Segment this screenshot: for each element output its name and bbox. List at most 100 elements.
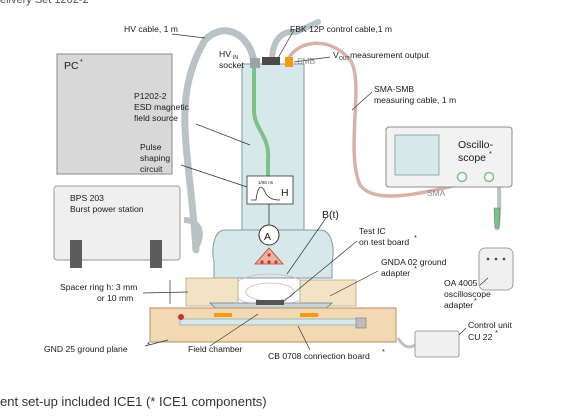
label-sma-smb-2: measuring cable, 1 m bbox=[374, 95, 456, 105]
label-gnda-1: GNDA 02 ground bbox=[381, 257, 447, 267]
label-test-ic-1: Test IC bbox=[359, 226, 386, 236]
hv-cable bbox=[181, 27, 258, 254]
bps-hv-cable bbox=[183, 217, 203, 252]
label-control-star: * bbox=[495, 328, 498, 337]
header-fragment: elivery Set 1202-2 bbox=[0, 0, 89, 6]
coil-dot-4 bbox=[267, 253, 271, 257]
label-pulse-2: shaping bbox=[140, 153, 170, 163]
field-line-inner bbox=[245, 282, 295, 302]
field-source-column bbox=[241, 63, 305, 231]
bps-203-box bbox=[53, 185, 181, 261]
osc-input-right bbox=[483, 171, 495, 183]
leader-gnd25 bbox=[144, 339, 169, 347]
label-fbk-cable: FBK 12P control cable,1 m bbox=[290, 24, 392, 34]
fbk-connector bbox=[262, 57, 280, 65]
meter-label: A bbox=[264, 231, 271, 243]
label-cb0708-star: * bbox=[382, 347, 385, 356]
label-vout-1: V bbox=[333, 50, 339, 60]
sma-smb-cable bbox=[285, 41, 488, 198]
label-hv-socket-1: HV bbox=[219, 49, 231, 59]
leader-fbk bbox=[277, 29, 295, 59]
label-field-chamber: Field chamber bbox=[188, 344, 243, 354]
label-sma-smb-1: SMA-SMB bbox=[374, 84, 414, 94]
oscilloscope-label-1: Oscillo- bbox=[458, 139, 494, 151]
leader-pulse bbox=[180, 164, 248, 188]
bps-label-2: Burst power station bbox=[70, 204, 144, 214]
label-pulse-3: circuit bbox=[140, 164, 163, 174]
label-gnda-2: adapter bbox=[381, 268, 410, 278]
pulse-h-label: H bbox=[281, 187, 289, 199]
leader-p1202 bbox=[195, 123, 251, 146]
pulse-shaping-circuit bbox=[246, 175, 294, 205]
pulse-waveform bbox=[251, 186, 281, 201]
label-p1202-3: field source bbox=[134, 113, 178, 123]
pc-star: * bbox=[80, 57, 83, 66]
leader-hv-cable bbox=[171, 33, 206, 39]
spacer-left bbox=[185, 277, 239, 307]
leader-test-ic bbox=[282, 240, 358, 303]
leader-vout bbox=[293, 56, 331, 63]
spacer-right bbox=[299, 279, 357, 307]
label-cb0708: CB 0708 connection board bbox=[268, 351, 370, 361]
label-oa-3: adapter bbox=[444, 300, 473, 310]
label-smb: SMB bbox=[297, 56, 316, 66]
oa-dot-1 bbox=[486, 257, 490, 261]
status-led bbox=[178, 314, 184, 320]
leader-field-chamber bbox=[209, 313, 259, 347]
orange-pad-right bbox=[300, 313, 318, 317]
base-connector-right bbox=[355, 317, 367, 329]
label-vout-2: measurement output bbox=[350, 50, 429, 60]
fbk-control-cable bbox=[269, 19, 321, 65]
leader-oa4005 bbox=[479, 277, 489, 286]
bps-foot-right bbox=[150, 240, 162, 268]
leader-bt bbox=[286, 217, 327, 275]
oa4005-probe-tip bbox=[493, 207, 501, 229]
label-control-2: CU 22 bbox=[468, 332, 493, 342]
test-board bbox=[256, 300, 284, 305]
figure-caption: ent set-up included ICE1 (* ICE1 compone… bbox=[0, 394, 267, 409]
oa-dot-3 bbox=[502, 257, 506, 261]
label-test-ic-2: on test board bbox=[359, 237, 409, 247]
leader-cb0708 bbox=[297, 325, 311, 351]
oscilloscope-label-2: scope bbox=[458, 152, 486, 164]
sma-label: SMA bbox=[427, 188, 446, 198]
label-spacer-1: Spacer ring h: 3 mm bbox=[60, 282, 137, 292]
oa-dot-2 bbox=[494, 257, 498, 261]
label-vout-sub: OUT bbox=[339, 56, 350, 62]
leader-sma-smb bbox=[351, 91, 373, 111]
label-pulse-1: Pulse bbox=[140, 142, 162, 152]
smb-connector bbox=[285, 57, 293, 67]
pc-box bbox=[56, 53, 173, 175]
label-hv-socket-2: socket bbox=[219, 60, 244, 70]
leader-control bbox=[458, 327, 467, 336]
cb0708-connection-board bbox=[179, 318, 361, 326]
oscilloscope-screen bbox=[394, 134, 440, 176]
orange-pad-left bbox=[214, 313, 232, 317]
pulse-scale-label: 1/60 ns bbox=[258, 180, 274, 185]
label-control-1: Control unit bbox=[468, 320, 513, 330]
label-hv-socket-sub: IN bbox=[233, 55, 238, 61]
label-oa-star: * bbox=[474, 296, 477, 305]
leader-spacer bbox=[142, 291, 189, 294]
label-hv-cable: HV cable, 1 m bbox=[124, 24, 178, 34]
label-p1202-2: ESD magnetic bbox=[134, 102, 190, 112]
oscilloscope-star: * bbox=[489, 149, 492, 158]
pc-label: PC bbox=[64, 60, 79, 72]
label-oa-2: oscilloscope bbox=[444, 289, 491, 299]
oa4005-adapter-box bbox=[478, 247, 514, 291]
label-oa-1: OA 4005 bbox=[444, 278, 478, 288]
leader-gnda bbox=[329, 270, 379, 297]
label-test-ic-star: * bbox=[414, 233, 417, 242]
bps-foot-left bbox=[70, 240, 82, 268]
label-gnd25-star: * bbox=[147, 340, 150, 349]
green-probe-rod bbox=[252, 68, 271, 180]
label-p1202-1: P1202-2 bbox=[134, 91, 167, 101]
meter-circle bbox=[258, 224, 280, 246]
label-gnd25: GND 25 ground plane bbox=[44, 344, 128, 354]
control-unit-box bbox=[414, 330, 460, 358]
bps-label-1: BPS 203 bbox=[70, 193, 104, 203]
hv-in-socket bbox=[250, 58, 260, 68]
osc-input-left bbox=[456, 171, 468, 183]
label-gnda-star: * bbox=[414, 264, 417, 273]
